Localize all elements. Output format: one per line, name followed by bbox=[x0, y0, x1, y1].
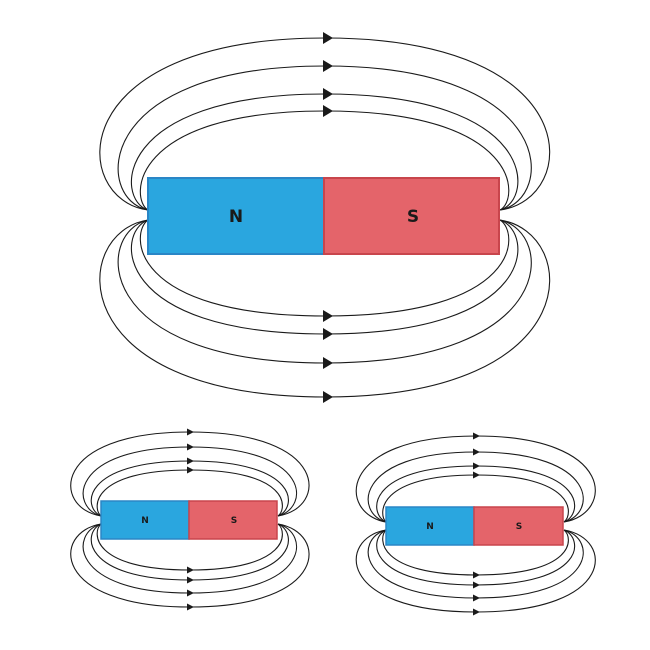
field-arrow bbox=[473, 448, 480, 456]
south-label: S bbox=[516, 522, 522, 532]
magnet-small-left-group: N S bbox=[70, 428, 310, 611]
magnet-large-group: N S bbox=[99, 32, 551, 403]
field-lines-bottom bbox=[70, 523, 310, 611]
field-lines-top bbox=[70, 428, 310, 517]
north-pole bbox=[147, 177, 325, 255]
field-arrow bbox=[323, 391, 333, 403]
magnet-small-right-group: N S bbox=[355, 432, 596, 616]
south-label: S bbox=[231, 516, 237, 526]
field-arrow bbox=[323, 310, 333, 322]
field-lines-bottom bbox=[99, 219, 551, 403]
south-pole bbox=[323, 177, 500, 255]
field-lines-top bbox=[355, 432, 596, 523]
north-pole bbox=[100, 500, 190, 540]
field-arrow bbox=[473, 471, 480, 479]
field-arrow bbox=[187, 466, 194, 474]
field-lines-top bbox=[99, 32, 551, 211]
field-arrow bbox=[473, 432, 480, 440]
field-arrow bbox=[473, 608, 480, 616]
field-arrow bbox=[187, 589, 194, 597]
field-arrow bbox=[187, 428, 194, 436]
field-arrow bbox=[187, 566, 194, 574]
south-label: S bbox=[407, 207, 419, 227]
north-label: N bbox=[229, 207, 243, 227]
field-arrow bbox=[187, 457, 194, 465]
field-arrow bbox=[473, 571, 480, 579]
field-lines-bottom bbox=[355, 529, 596, 616]
south-pole bbox=[473, 506, 564, 546]
field-arrow bbox=[187, 603, 194, 611]
field-arrow bbox=[323, 60, 333, 72]
field-arrow bbox=[473, 594, 480, 602]
north-label: N bbox=[141, 516, 149, 526]
north-label: N bbox=[426, 522, 434, 532]
south-pole bbox=[188, 500, 278, 540]
field-arrow bbox=[323, 32, 333, 44]
field-arrow bbox=[187, 443, 194, 451]
field-arrow bbox=[473, 462, 480, 470]
field-arrow bbox=[323, 357, 333, 369]
field-arrow bbox=[323, 88, 333, 100]
field-arrow bbox=[187, 576, 194, 584]
field-arrow bbox=[323, 328, 333, 340]
field-arrow bbox=[323, 105, 333, 117]
field-arrow bbox=[473, 581, 480, 589]
